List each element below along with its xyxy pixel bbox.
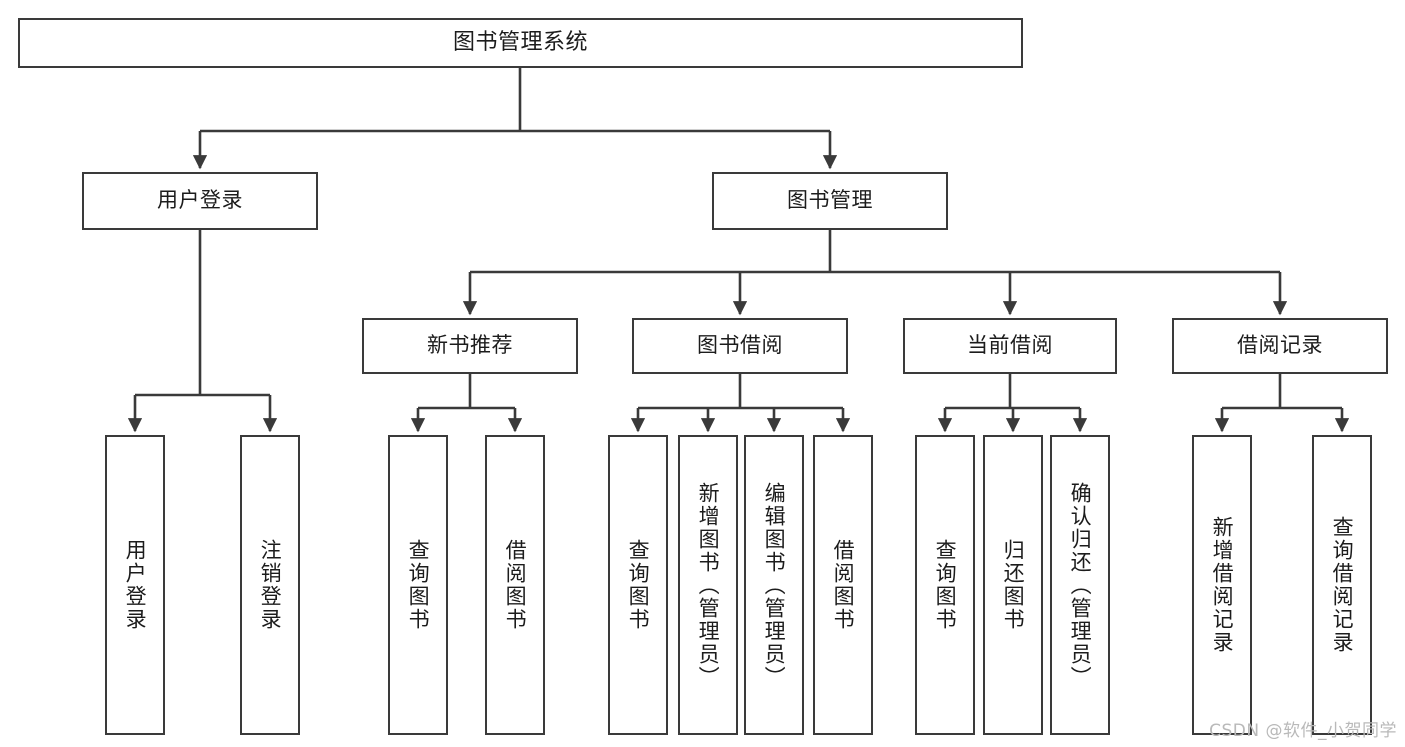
node-user-login[interactable]: 用户登录	[82, 172, 318, 230]
node-book-manage[interactable]: 图书管理	[712, 172, 948, 230]
node-leaf-add-book[interactable]: 新增图书（管理员）	[678, 435, 738, 735]
node-leaf-borrow-book-2[interactable]: 借阅图书	[813, 435, 873, 735]
node-book-borrow[interactable]: 图书借阅	[632, 318, 848, 374]
node-new-book-recommend[interactable]: 新书推荐	[362, 318, 578, 374]
node-leaf-query-book-2[interactable]: 查询图书	[608, 435, 668, 735]
node-leaf-query-record[interactable]: 查询借阅记录	[1312, 435, 1372, 735]
node-leaf-query-book-1[interactable]: 查询图书	[388, 435, 448, 735]
node-borrow-record[interactable]: 借阅记录	[1172, 318, 1388, 374]
node-current-borrow[interactable]: 当前借阅	[903, 318, 1117, 374]
node-leaf-return-book[interactable]: 归还图书	[983, 435, 1043, 735]
node-root[interactable]: 图书管理系统	[18, 18, 1023, 68]
node-leaf-add-record[interactable]: 新增借阅记录	[1192, 435, 1252, 735]
node-leaf-confirm-return[interactable]: 确认归还（管理员）	[1050, 435, 1110, 735]
node-leaf-edit-book[interactable]: 编辑图书（管理员）	[744, 435, 804, 735]
csdn-watermark: CSDN @软件_小贺同学	[1209, 721, 1397, 741]
node-leaf-user-login[interactable]: 用户登录	[105, 435, 165, 735]
node-leaf-user-logout[interactable]: 注销登录	[240, 435, 300, 735]
node-leaf-query-book-3[interactable]: 查询图书	[915, 435, 975, 735]
node-leaf-borrow-book-1[interactable]: 借阅图书	[485, 435, 545, 735]
